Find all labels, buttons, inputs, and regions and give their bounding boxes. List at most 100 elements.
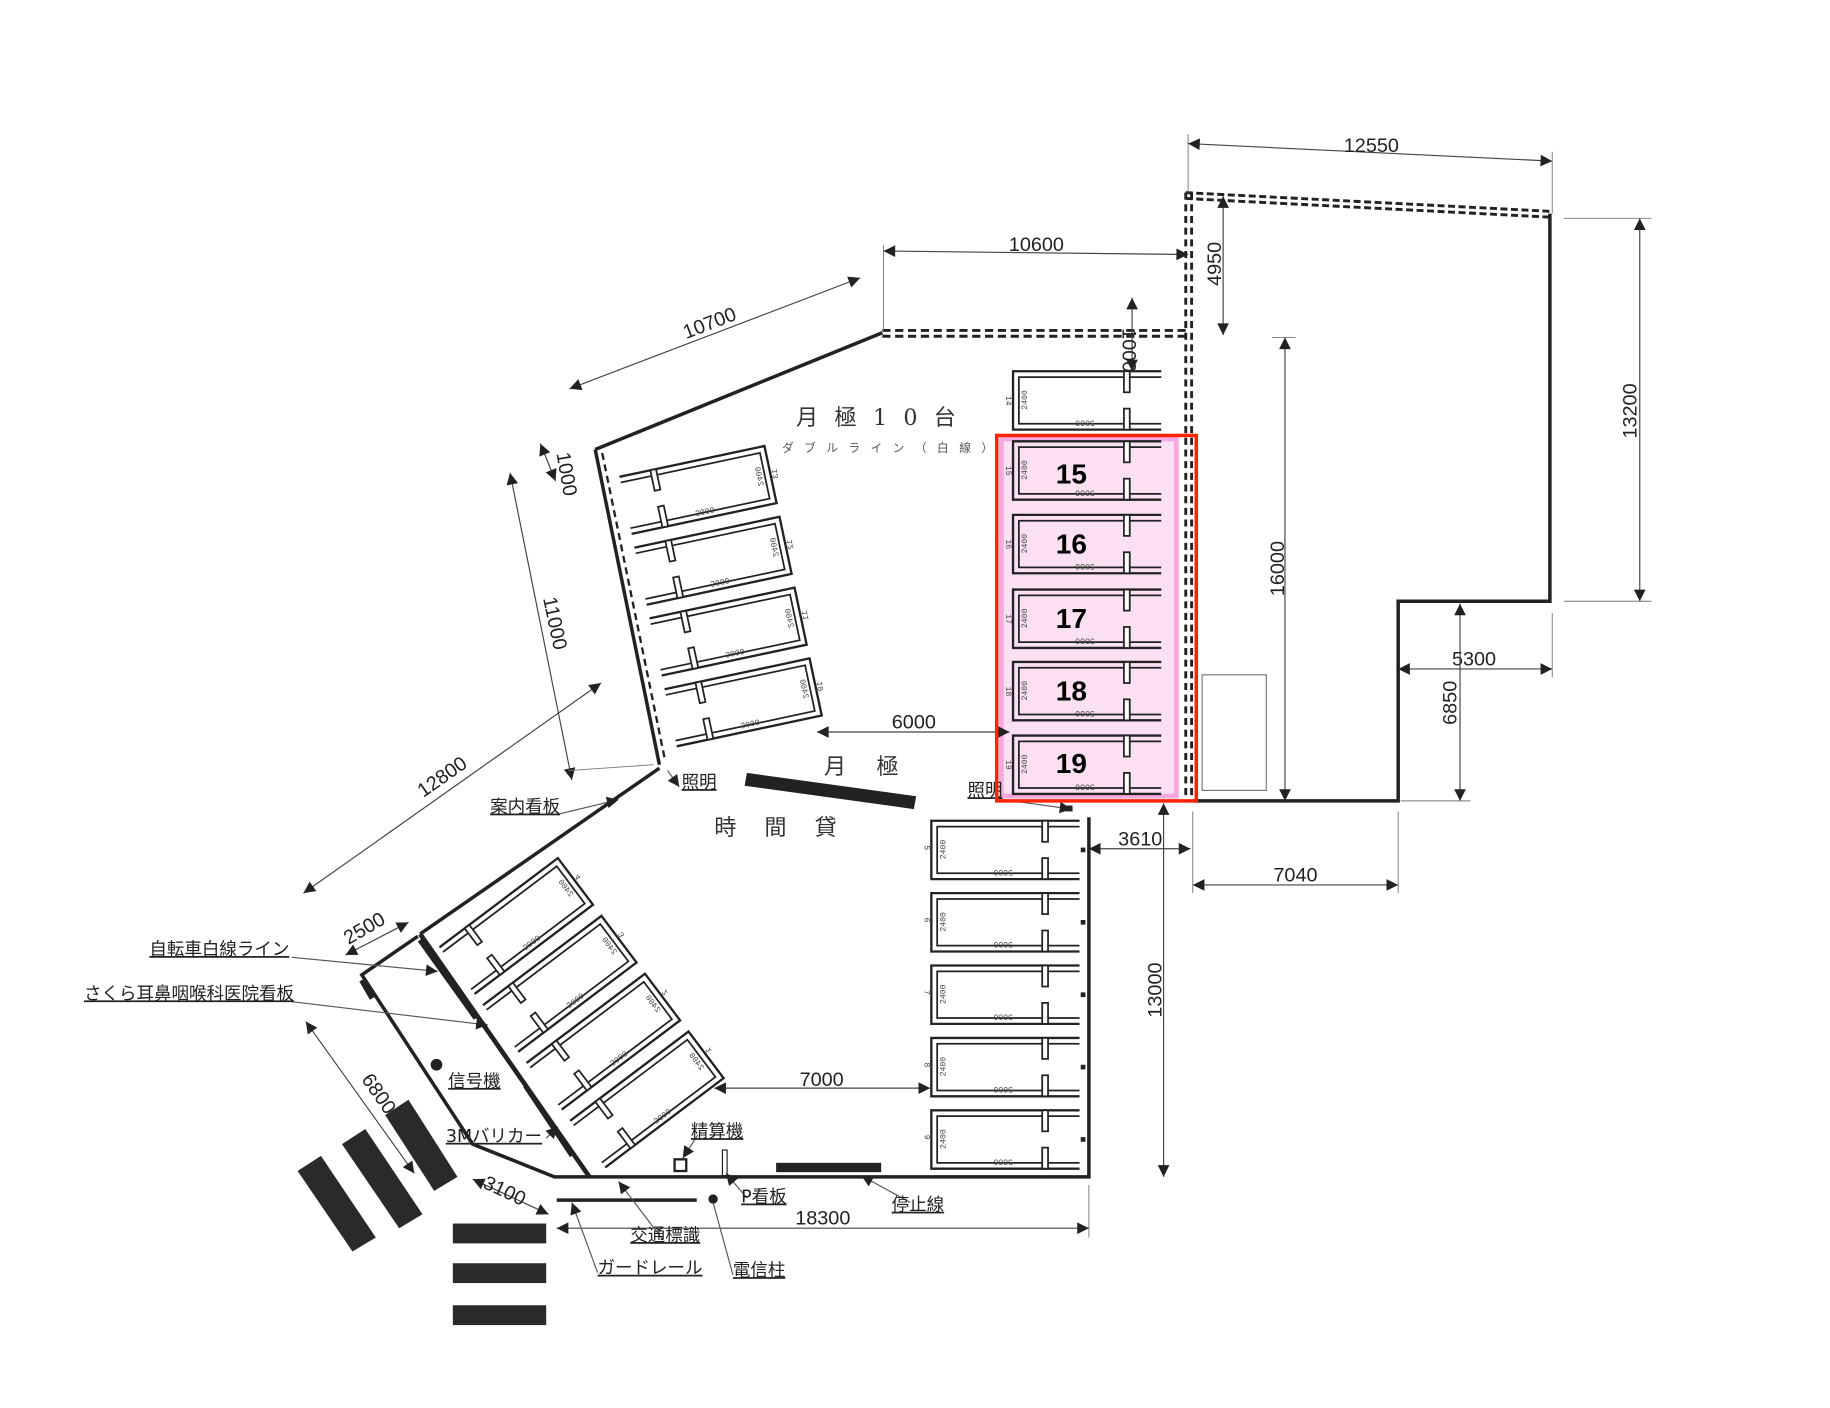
dimension-label: 3100 — [480, 1172, 529, 1211]
stall-length-label: 5000 — [724, 646, 745, 659]
stall-length-label: 5000 — [607, 1048, 628, 1067]
wheel-stop — [1041, 1037, 1049, 1060]
stall-number-label: 2 — [661, 987, 671, 996]
dimension-label: 12550 — [1344, 135, 1399, 157]
stall-outline-inner — [1017, 594, 1162, 643]
wheel-stop — [1123, 698, 1131, 722]
stall-length-label: 5000 — [993, 1156, 1013, 1165]
wheel-stop — [1041, 892, 1049, 916]
label-utility-pole: 電信柱 — [733, 1261, 785, 1281]
pay-machine-icon — [673, 1158, 688, 1173]
stall-width-label: 2400 — [1021, 754, 1030, 774]
traffic-signal-icon — [430, 1058, 443, 1071]
dimension-label: 10600 — [1009, 234, 1064, 256]
highlighted-stall-number: 16 — [1056, 528, 1087, 559]
marker-dot — [1080, 1064, 1086, 1070]
area-hourly: 時間貸 — [714, 815, 864, 841]
stall-width-label: 2400 — [752, 466, 765, 487]
dimension-label: 6850 — [1440, 681, 1462, 725]
wheel-stop — [657, 504, 670, 529]
stall-length-label: 5000 — [651, 1106, 672, 1125]
stall-outline — [649, 586, 809, 677]
wheel-stop — [1041, 857, 1049, 881]
stall-outline — [525, 972, 682, 1111]
stall-outline-inner — [486, 922, 630, 1048]
stall-length-label: 5000 — [1075, 782, 1095, 791]
stall-length-label: 5000 — [993, 939, 1013, 948]
stall-length-label: 5000 — [993, 867, 1013, 876]
wheel-stop — [1123, 407, 1131, 431]
wheel-stop — [1123, 477, 1131, 501]
wheel-stop — [529, 1011, 550, 1035]
stall-outline — [619, 444, 778, 536]
stall-length-label: 5000 — [709, 575, 730, 588]
stall-number-label: 11 — [801, 609, 812, 621]
dimension-line — [305, 1021, 415, 1174]
wheel-stop — [1041, 1109, 1049, 1133]
dimension-label: 7000 — [800, 1069, 844, 1091]
stall-outline — [1011, 440, 1162, 501]
stall-outline-inner — [1017, 519, 1162, 569]
parking-stall: 2400 5000 19 — [1003, 734, 1162, 796]
stall-outline-inner — [936, 1042, 1080, 1092]
stall-outline — [930, 891, 1080, 953]
dimension-line — [883, 245, 1189, 261]
dimension-label: 2500 — [340, 908, 389, 949]
stall-width-label: 2400 — [686, 1051, 705, 1072]
wheel-stop — [1123, 626, 1131, 649]
wheel-stop — [506, 981, 527, 1005]
stall-number-label: 14 — [1003, 396, 1012, 406]
area-monthly-10: 月極10台 — [796, 405, 972, 431]
label-light-2: 照明 — [968, 781, 1003, 801]
stall-width-label: 2400 — [939, 1129, 948, 1149]
wheel-stop — [573, 1069, 593, 1092]
stall-number-label: 13 — [771, 468, 782, 480]
stall-number-label: 8 — [921, 1062, 930, 1067]
stall-length-label: 5000 — [739, 716, 760, 729]
stall-outline-inner — [1017, 376, 1162, 425]
highlighted-stall-number: 18 — [1056, 675, 1087, 706]
stall-number-label: 10 — [816, 680, 827, 692]
stall-width-label: 2400 — [1021, 534, 1030, 554]
label-pay-machine: 精算機 — [691, 1122, 743, 1142]
stall-outline — [1011, 370, 1162, 431]
stall-number-label: 5 — [921, 845, 930, 850]
wheel-stop — [1123, 440, 1131, 464]
stall-length-label: 5000 — [520, 932, 541, 951]
stall-outline — [930, 1109, 1080, 1170]
stall-outline — [634, 515, 794, 606]
utility-pole-icon — [708, 1194, 718, 1204]
callouts — [291, 770, 1072, 1276]
area-double-line: ダブルライン（白線） — [782, 441, 1004, 455]
stall-number-label: 3 — [617, 929, 627, 938]
marker-dot — [1080, 919, 1086, 925]
wheel-stop — [594, 1097, 614, 1120]
stall-number-label: 15 — [1003, 466, 1012, 476]
stall-outline-inner — [529, 980, 674, 1106]
stall-width-label: 2400 — [939, 1057, 948, 1077]
stall-outline-inner — [936, 970, 1080, 1019]
p-sign-post — [721, 1149, 728, 1177]
stall-width-label: 2400 — [556, 878, 575, 899]
marker-dot — [1080, 1137, 1086, 1142]
stall-outline — [664, 657, 824, 748]
dimension-line — [345, 921, 409, 956]
wheel-stop — [664, 538, 677, 563]
area-monthly: 月極 — [824, 754, 929, 780]
dimension-label: 6000 — [892, 712, 936, 734]
stall-outline — [482, 914, 639, 1053]
highlighted-stall-number: 19 — [1056, 748, 1087, 779]
stall-outline — [1011, 660, 1162, 722]
stop-line-mark — [776, 1162, 882, 1173]
